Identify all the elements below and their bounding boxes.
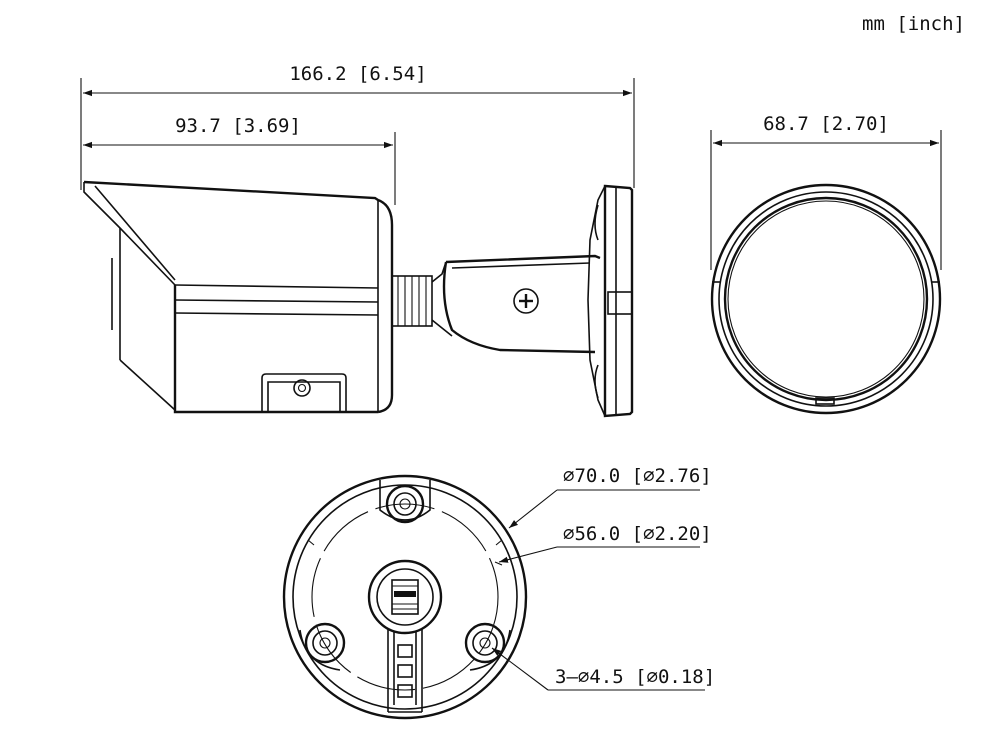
cable-slot [387,628,423,713]
outer-diameter-leader: ⌀70.0 [⌀2.76] [508,465,712,529]
base-view: ⌀70.0 [⌀2.76] ⌀56.0 [⌀2.20] 3–⌀4.5 [⌀0.1… [282,465,715,720]
mount-hole-right [464,622,511,671]
front-lens-ring [710,183,942,415]
body-length-label: 93.7 [3.69] [175,115,301,137]
threaded-connector [391,261,453,337]
units-label: mm [inch] [862,13,965,35]
body-length-dimension: 93.7 [3.69] [83,115,396,205]
camera-housing [173,198,394,414]
width-label: 68.7 [2.70] [763,113,889,135]
wall-mount-plate-side [587,184,634,418]
outer-diameter-label: ⌀70.0 [⌀2.76] [563,465,712,487]
mount-hole-top [379,480,431,524]
cable-hub [367,559,443,635]
overall-length-dimension: 166.2 [6.54] [80,63,635,190]
side-view: 166.2 [6.54] 93.7 [3.69] [80,63,635,418]
base-hole-circle [311,503,499,691]
width-dimension: 68.7 [2.70] [710,113,942,270]
mount-holes-label: 3–⌀4.5 [⌀0.18] [555,666,715,688]
mount-holes-leader: 3–⌀4.5 [⌀0.18] [491,647,715,691]
hole-circle-label: ⌀56.0 [⌀2.20] [563,523,712,545]
base-outer-circle [282,474,528,720]
bracket-arm [442,254,601,354]
front-view: 68.7 [2.70] [710,113,942,415]
hole-circle-leader: ⌀56.0 [⌀2.20] [498,523,712,563]
mount-hole-left [299,622,346,671]
camera-sunshield [83,180,379,411]
overall-length-label: 166.2 [6.54] [289,63,426,85]
